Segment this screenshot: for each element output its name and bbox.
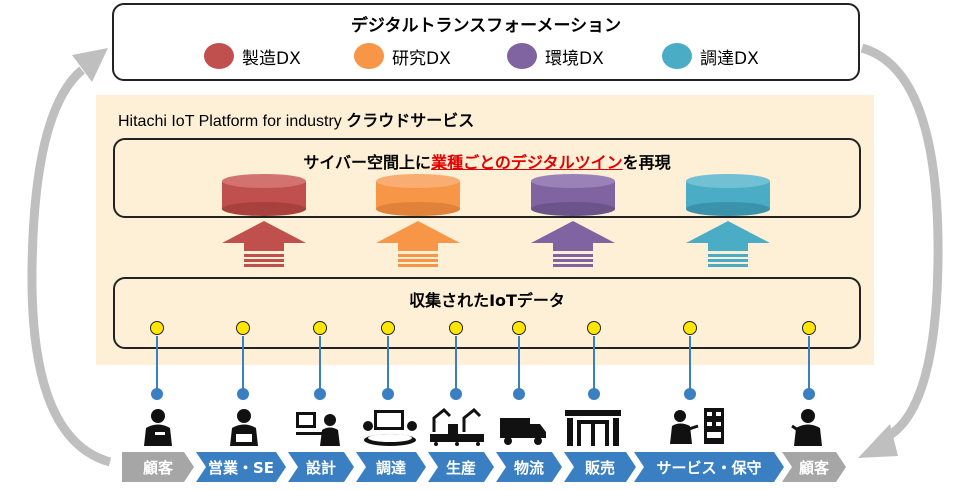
sensor-icon xyxy=(802,321,816,335)
chain-step-label: 顧客 xyxy=(798,458,829,477)
dx-item-environment: 環境DX xyxy=(507,43,604,69)
service-icon xyxy=(670,408,724,444)
iot-data-title: 収集されたIoTデータ xyxy=(409,291,565,310)
sensor-node-icon xyxy=(237,388,249,400)
upload-arrow-icon xyxy=(686,221,770,267)
sensor-link xyxy=(808,336,810,392)
chain-step-label: サービス・保守 xyxy=(656,458,762,477)
design-icon xyxy=(296,412,340,446)
dx-panel: デジタルトランスフォーメーション 製造DX 研究DX 環境DX 調達DX xyxy=(112,3,860,81)
left-arrowhead-icon xyxy=(72,48,108,82)
manufacturing-database-icon xyxy=(222,174,306,216)
sales-icon xyxy=(230,409,258,446)
upload-arrow-icon xyxy=(376,221,460,267)
sensor-node-icon xyxy=(151,388,163,400)
sensor-node-icon xyxy=(450,388,462,400)
iot-data-panel: 収集されたIoTデータ xyxy=(113,277,861,349)
procurement-database-icon xyxy=(686,174,770,216)
sensor-link xyxy=(455,336,457,392)
upload-arrow-icon xyxy=(531,221,615,267)
digital-twin-panel: サイバー空間上に業種ごとのデジタルツインを再現 xyxy=(113,138,861,218)
dx-label: 調達DX xyxy=(700,48,759,69)
chain-step: 設計 xyxy=(288,452,354,482)
procurement-icon xyxy=(363,410,417,446)
dx-label: 環境DX xyxy=(545,48,604,69)
dx-item-procurement: 調達DX xyxy=(662,43,759,69)
research-database-icon xyxy=(376,174,460,216)
sensor-icon xyxy=(313,321,327,335)
chain-step: 物流 xyxy=(496,452,562,482)
twin-highlight: 業種ごとのデジタルツイン xyxy=(431,153,623,172)
sensor-link xyxy=(387,336,389,392)
dx-label: 製造DX xyxy=(242,48,301,69)
sensor-icon xyxy=(150,321,164,335)
production-icon xyxy=(430,407,484,446)
sensor-icon xyxy=(587,321,601,335)
chain-step: 調達 xyxy=(356,452,426,482)
dx-title: デジタルトランスフォーメーション xyxy=(350,16,622,36)
logistics-icon xyxy=(500,418,546,445)
digital-twin-title: サイバー空間上に業種ごとのデジタルツインを再現 xyxy=(303,153,671,172)
dx-item-manufacturing: 製造DX xyxy=(204,43,301,69)
chain-step-label: 販売 xyxy=(584,458,615,477)
right-cycle-arrow xyxy=(860,43,943,445)
dx-label: 研究DX xyxy=(392,48,451,69)
upload-arrow-icon xyxy=(222,221,306,267)
dx-dot-icon xyxy=(662,43,692,69)
platform-title: Hitachi IoT Platform for industry クラウドサー… xyxy=(118,111,475,130)
chain-step: 生産 xyxy=(428,452,494,482)
sensor-node-icon xyxy=(684,388,696,400)
right-arrowhead-icon xyxy=(858,424,898,458)
dx-dot-icon xyxy=(507,43,537,69)
sensor-node-icon xyxy=(803,388,815,400)
chain-step: 顧客 xyxy=(122,452,194,482)
sensor-node-icon xyxy=(382,388,394,400)
chain-step-label: 設計 xyxy=(305,458,336,477)
environment-database-icon xyxy=(531,174,615,216)
sensor-link xyxy=(319,336,321,392)
sales-store-icon xyxy=(565,410,621,446)
platform-area: Hitachi IoT Platform for industry クラウドサー… xyxy=(96,95,874,365)
chain-step: サービス・保守 xyxy=(634,452,784,482)
dx-dot-icon xyxy=(204,43,234,69)
sensor-link xyxy=(518,336,520,392)
chain-step: 顧客 xyxy=(782,452,846,482)
dx-item-research: 研究DX xyxy=(354,43,451,69)
left-cycle-arrow xyxy=(27,66,112,467)
chain-step: 営業・SE xyxy=(196,452,286,482)
chain-step-label: 顧客 xyxy=(142,458,173,477)
customer-icon xyxy=(144,409,172,446)
chain-step-label: 生産 xyxy=(445,458,476,477)
sensor-icon xyxy=(449,321,463,335)
sensor-icon xyxy=(512,321,526,335)
sensor-icon xyxy=(381,321,395,335)
sensor-node-icon xyxy=(588,388,600,400)
sensor-link xyxy=(242,336,244,392)
chain-step-label: 物流 xyxy=(513,458,544,477)
sensor-node-icon xyxy=(314,388,326,400)
dx-dot-icon xyxy=(354,43,384,69)
customer-icon xyxy=(791,409,822,446)
sensor-icon xyxy=(683,321,697,335)
chain-step: 販売 xyxy=(564,452,636,482)
sensor-icon xyxy=(236,321,250,335)
sensor-link xyxy=(593,336,595,392)
sensor-link xyxy=(156,336,158,392)
chain-step-label: 営業・SE xyxy=(207,458,275,477)
sensor-link xyxy=(689,336,691,392)
chain-step-label: 調達 xyxy=(375,458,406,477)
sensor-node-icon xyxy=(513,388,525,400)
